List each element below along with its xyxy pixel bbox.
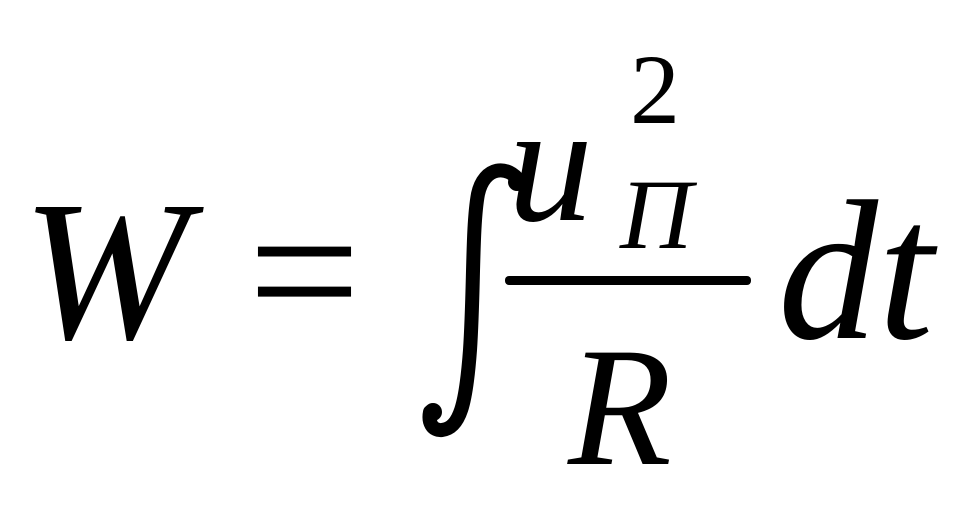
fraction-bar <box>505 276 751 285</box>
formula-lhs-w: W <box>22 161 189 382</box>
denominator-r: R <box>568 313 672 501</box>
numerator-subscript: Π <box>620 159 693 270</box>
equals-sign: = <box>248 161 361 382</box>
numerator-superscript: 2 <box>630 34 680 145</box>
integral-sign-icon <box>422 163 527 438</box>
differential-dt: dt <box>778 161 934 382</box>
numerator-u: u <box>508 69 593 257</box>
